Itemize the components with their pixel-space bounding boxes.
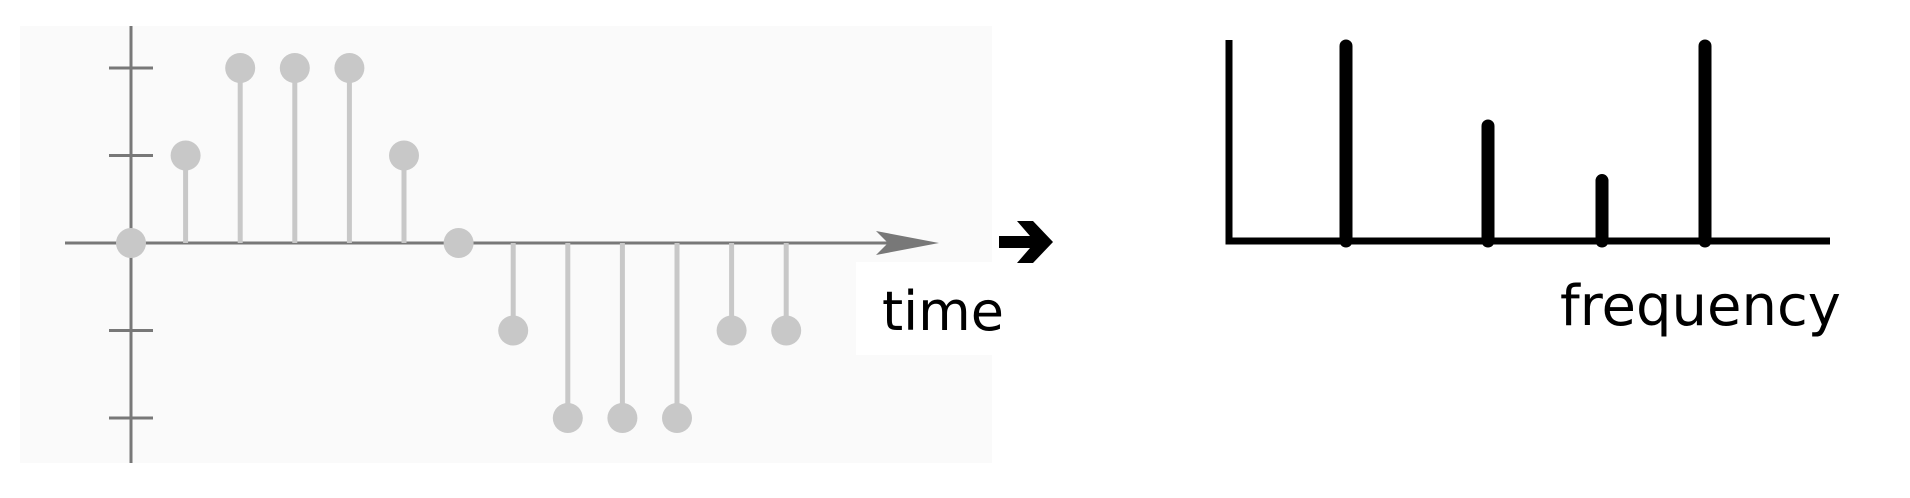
stem-marker: [279, 53, 310, 83]
right-arrow-icon: [999, 221, 1053, 263]
frequency-domain-plot: frequency: [1225, 39, 1841, 339]
time-stems: [116, 53, 802, 433]
stem-marker: [662, 403, 692, 433]
stem-marker: [771, 315, 802, 346]
time-domain-plot: time: [20, 26, 1004, 463]
time-axis-label: time: [882, 280, 1004, 343]
stem-marker: [443, 228, 474, 258]
frequency-axes: [1225, 40, 1830, 245]
stem-marker: [389, 140, 419, 171]
stem-marker: [552, 403, 583, 433]
time-label-box: [856, 262, 992, 355]
stem-marker: [607, 403, 638, 433]
stem-marker: [225, 53, 256, 83]
stem-marker: [498, 315, 529, 346]
frequency-axis-label: frequency: [1560, 274, 1841, 339]
x-axis-arrowhead-icon: [876, 231, 939, 255]
stem-marker: [116, 228, 146, 258]
stem-marker: [170, 140, 201, 171]
stem-marker: [334, 53, 365, 83]
stem-marker: [716, 315, 747, 346]
frequency-spikes: [1339, 39, 1712, 248]
